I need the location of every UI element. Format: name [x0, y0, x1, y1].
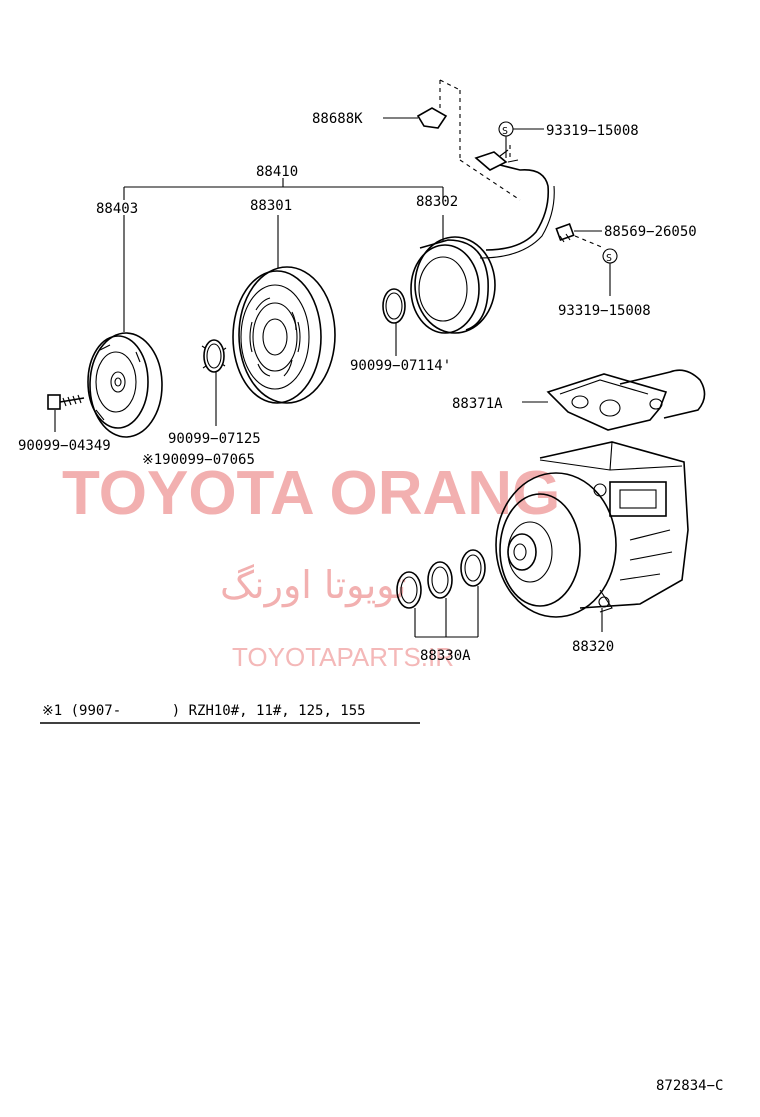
label-88403: 88403: [96, 201, 138, 217]
pulley-88301: [232, 215, 336, 404]
snap-ring-90099-07125: [201, 339, 227, 426]
label-90099-07125: 90099−07125: [168, 431, 261, 447]
label-90099-04349: 90099−04349: [18, 438, 111, 454]
diagram-code: 872834−C: [656, 1078, 723, 1094]
label-88302: 88302: [416, 194, 458, 210]
switch-88569: [555, 222, 602, 243]
label-90099-07114: 90099−07114': [350, 358, 451, 374]
assembly-bracket-88410: [123, 178, 444, 200]
wire-harness: [474, 149, 555, 259]
clutch-hub-88403: [87, 215, 163, 438]
label-88688K: 88688K: [312, 111, 363, 127]
field-coil-88302: [410, 215, 496, 334]
s-symbol-top: S: [498, 121, 544, 158]
watermark-persian: تویوتا اورنگ: [220, 563, 407, 608]
s-symbol-bottom: S: [602, 248, 618, 296]
label-88320: 88320: [572, 639, 614, 655]
label-88410: 88410: [256, 164, 298, 180]
s-symbol-bottom-letter: S: [606, 253, 612, 264]
bracket-88371A: [522, 369, 706, 431]
label-88371A: 88371A: [452, 396, 503, 412]
label-88569-26050: 88569−26050: [604, 224, 697, 240]
label-93319-15008-bottom: 93319−15008: [558, 303, 651, 319]
label-88330A: 88330A: [420, 648, 471, 664]
watermark-site: TOYOTAPARTS.IR: [232, 642, 454, 672]
bolt-90099-04349: [47, 394, 85, 432]
watermark-brand: TOYOTA ORANG: [62, 459, 560, 528]
o-rings-88330A: [396, 549, 486, 638]
clip-88688K: [383, 107, 448, 129]
label-93319-15008-top: 93319−15008: [546, 123, 639, 139]
label-90099-07065: ※190099−07065: [142, 452, 255, 468]
label-88301: 88301: [250, 198, 292, 214]
s-symbol-top-letter: S: [502, 126, 508, 137]
dashed-leaders: [439, 79, 605, 249]
snap-ring-90099-07114: [382, 288, 406, 356]
compressor-88320: [495, 441, 689, 632]
applicability-note: ※1 (9907- ) RZH10#, 11#, 125, 155: [42, 703, 366, 719]
